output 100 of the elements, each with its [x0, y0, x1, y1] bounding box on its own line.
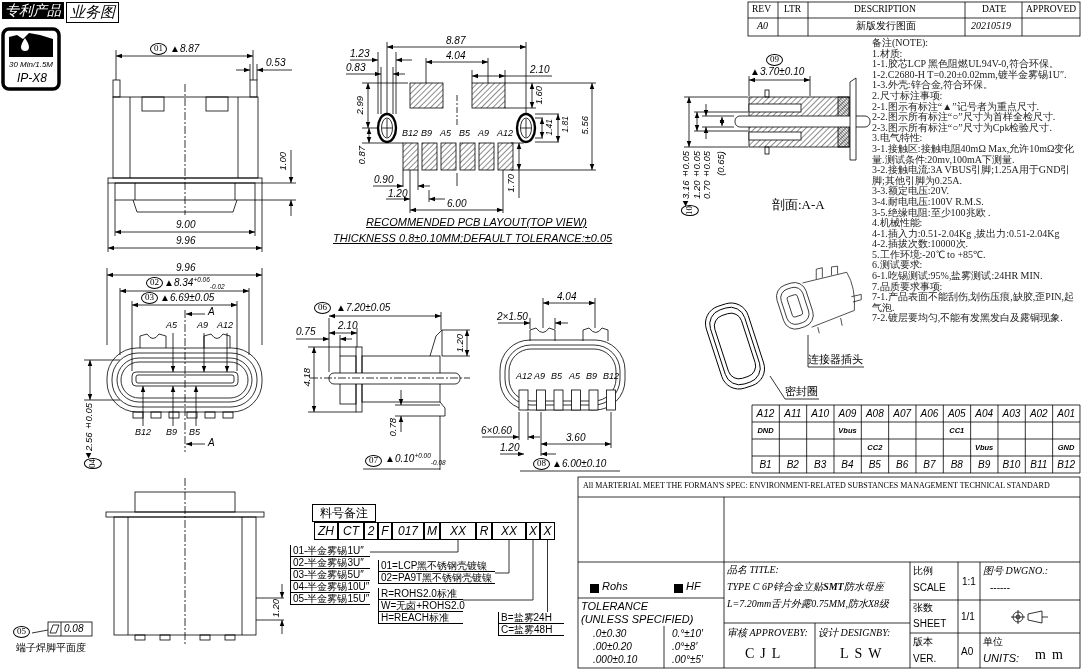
note-text: 3-3.额定电压:20V.: [872, 186, 951, 197]
pin-label: A5: [440, 129, 451, 139]
table-heading: 料号备注: [312, 504, 376, 522]
note-text: 4.机械性能:: [872, 218, 923, 229]
callout-label: 密封圈: [785, 384, 818, 399]
dimension-value: 2.10: [530, 64, 550, 75]
table-cell-text: A07: [892, 407, 913, 421]
note-text: 6-1.吃锡测试:95%,盐雾测试:24HR MIN.: [872, 271, 1044, 282]
title-block-text: HF: [686, 580, 701, 593]
callout-label: 连接器插头: [808, 352, 863, 367]
dimension-value: 0.87: [357, 146, 368, 165]
part-code-segment: XX: [440, 522, 476, 540]
table-cell-text: B12: [1056, 458, 1076, 472]
table-cell-text: A06: [919, 407, 940, 421]
patent-badge: 专利产品: [2, 2, 64, 20]
section-label: A: [208, 306, 215, 317]
title-block-text: 图号 DWGNO.:: [983, 565, 1048, 576]
title-block-text: VER.: [913, 653, 937, 664]
dimension-value: 0.90: [374, 174, 394, 185]
pin-label: B9: [166, 428, 177, 438]
pin-label: A12: [516, 372, 532, 382]
note-text: 2-2.图示所有标注“○”尺寸为首样全检尺寸.: [872, 112, 1057, 123]
dimension-value: (0.65): [716, 151, 727, 176]
dimension-value: 5.56: [580, 116, 591, 135]
pin-label: B9: [421, 129, 432, 139]
table-cell-text: B2: [785, 458, 800, 472]
note-text: 3-5.绝缘电阻:至少100兆欧 .: [872, 207, 992, 218]
note-text: 7-1.产品表面不能刮伤,划伤压痕,缺胶,歪PIN,起气泡.: [872, 292, 1075, 314]
dimension-value: 2×1.50: [497, 311, 528, 322]
tolerance-value: .000±0.10: [593, 654, 638, 665]
part-code-segment: R: [476, 522, 492, 540]
dimension-value: ▲6.69±0.05: [160, 292, 215, 303]
table-cell-text: B10: [1001, 458, 1022, 472]
dimension-value: 1.20: [500, 442, 520, 453]
leader-line: [369, 539, 459, 553]
drawing-type-tag: 业务图: [66, 2, 119, 23]
table-cell-text: A10: [810, 407, 831, 421]
title-block-text: 比例: [913, 565, 933, 576]
dimension-value: 0.78: [388, 418, 399, 437]
rating-text: 30 Min/1.5M: [9, 61, 54, 70]
table-header: DATE: [982, 4, 1007, 15]
pin-label: B12: [135, 428, 151, 438]
table-cell-text: B6: [895, 458, 910, 472]
note-text: 3.电气特性:: [872, 133, 923, 144]
dimension-value: 1.20: [271, 599, 282, 618]
dimension-value: 0.53: [266, 57, 286, 68]
part-code-segment: 2: [364, 522, 378, 540]
table-cell: 新版发行图面: [856, 20, 916, 31]
title-block-text: 审核 APPROVEBY:: [727, 627, 808, 638]
title-block-text: 1:1: [962, 576, 976, 587]
part-code-segment: XX: [492, 522, 526, 540]
note-text: 6.测试要求:: [872, 260, 924, 271]
table-header: REV: [752, 4, 771, 15]
view-title: 剖面:A-A: [772, 198, 825, 213]
pin-label: A9: [534, 372, 545, 382]
title-block-text: ------: [990, 582, 1010, 593]
table-cell: 20210519: [971, 20, 1011, 31]
table-cell-text: A03: [1001, 407, 1022, 421]
dimension-value: ▲8.87: [170, 43, 200, 54]
pin-label: B5: [459, 129, 470, 139]
tolerance-value: .0°±8′: [672, 641, 698, 652]
tolerance-value: .00±0.20: [593, 641, 632, 652]
table-cell-text: B7: [922, 458, 937, 472]
title-block-text: TYPE C 6P锌合金立贴SMT防水母座: [727, 581, 884, 592]
dimension-value: 4.18: [302, 368, 313, 387]
table-cell-text: B5: [867, 458, 882, 472]
drawing-note: THICKNESS 0.8±0.10MM;DEFAULT TOLERANCE:±0.05: [333, 232, 613, 245]
title-block-text: SCALE: [913, 582, 946, 593]
dimension-value: 0.08: [64, 623, 84, 634]
title-block-text: 设计 DESIGNBY:: [818, 627, 891, 638]
dimension-value: ▲6.00±0.10: [552, 458, 607, 469]
dimension-value: 4.04: [557, 291, 577, 302]
note-text: 4-2.插拔次数:10000次.: [872, 239, 969, 250]
dimension-value: ▲7.20±0.05: [336, 302, 391, 313]
dimension-value: ▲3.70±0.10: [750, 66, 805, 77]
part-code-segment: M: [424, 522, 440, 540]
dimension-value: 3.60: [566, 432, 586, 443]
note-text: 备注(NOTE):: [872, 38, 930, 48]
title-block-text: UNITS:: [983, 652, 1020, 665]
dimension-value: 8.87: [446, 35, 466, 46]
table-cell-text: A09: [837, 407, 858, 421]
pin-label: A12: [217, 321, 233, 331]
title-block-text: LSW: [840, 646, 888, 662]
rating-text: IP-X8: [17, 72, 47, 86]
option-list: 01=LCP黑不锈钢壳镀镍 02=PA9T黑不锈钢壳镀镍: [378, 560, 495, 584]
leader-line: [769, 375, 820, 400]
pin-label: B5: [189, 428, 200, 438]
title-block-text: (UNLESS SPECIFIED): [581, 613, 694, 626]
dimension-value: 1.20: [388, 188, 408, 199]
table-cell-text: B11: [1029, 458, 1049, 472]
dimension-value: 0.75: [296, 326, 316, 337]
table-cell-text: A05: [946, 407, 967, 421]
note-text: 3-4.耐电电压:100V R.M.S.: [872, 196, 985, 208]
title-block-text: SHEET: [913, 618, 947, 629]
pin-label: B9: [586, 372, 597, 382]
part-code-segment: 017: [392, 522, 424, 540]
part-code-segment: ZH: [314, 522, 338, 540]
dimension-value: 1.81: [561, 116, 571, 133]
dimension-value: 1.20±0.05: [692, 151, 703, 199]
title-block-text: L=7.20mm舌片外露0.75MM,防水X8级: [727, 598, 890, 609]
